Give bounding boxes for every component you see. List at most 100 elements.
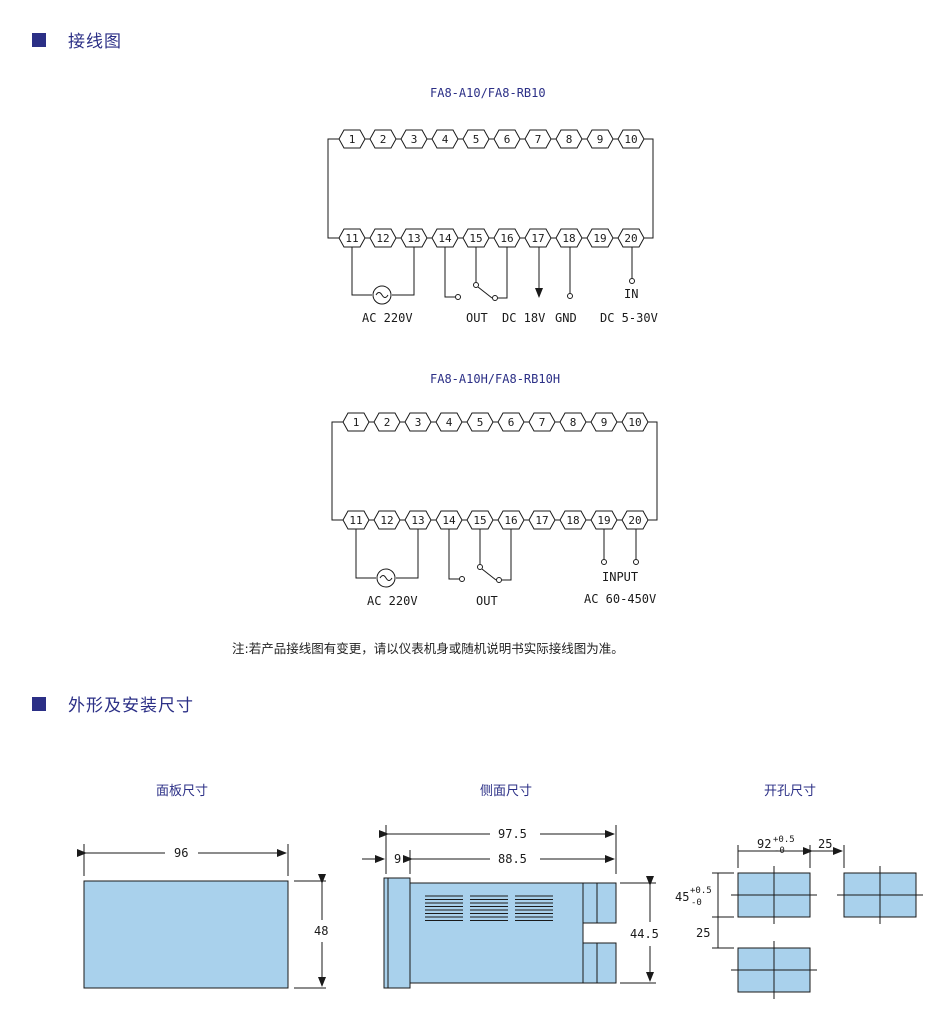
wiring-section-title: 接线图 [68, 32, 122, 52]
diagram1-out-wire-14 [444, 247, 455, 298]
diagram1-labels: AC 220V OUT DC 18V GND IN DC 5-30V [362, 287, 658, 325]
side-drawing [362, 825, 656, 989]
terminal-14 [431, 228, 459, 248]
cutout-size-title: 开孔尺寸 [764, 784, 817, 799]
terminal-number: 7 [539, 416, 546, 429]
terminal-number: 12 [376, 232, 389, 245]
side-connector-top [582, 882, 617, 924]
diagram1-out-label: OUT [466, 311, 488, 325]
diagram2-ac-wire-left [355, 529, 376, 579]
terminal-17 [524, 228, 552, 248]
side-connector-bottom [582, 942, 617, 984]
terminal-20 [617, 228, 645, 248]
dimensions-section-header: 外形及安装尺寸 [32, 691, 194, 716]
terminal-number: 7 [535, 133, 542, 146]
side-body-label: 88.5 [498, 852, 527, 866]
gnd-terminal-icon [567, 293, 573, 299]
terminal-number: 9 [597, 133, 604, 146]
terminal-number: 13 [411, 514, 424, 527]
panel-drawing [77, 844, 326, 989]
terminal-19 [590, 510, 618, 530]
panel-front-rect [83, 880, 289, 989]
terminal-number: 11 [349, 514, 362, 527]
diagram1-ac-label: AC 220V [362, 311, 413, 325]
panel-width-label: 96 [174, 846, 188, 860]
contact-terminal-icon [492, 295, 498, 301]
side-vent-grilles [425, 895, 553, 921]
terminal-3 [404, 412, 432, 432]
section-bullet-icon [32, 696, 46, 711]
diagram2-frame [331, 421, 658, 521]
terminal-number: 1 [353, 416, 360, 429]
terminal-number: 6 [504, 133, 511, 146]
cutout-width-tol-minus: -0 [774, 846, 785, 856]
contact-terminal-icon [473, 282, 479, 288]
in-terminal-icon [629, 278, 635, 284]
terminal-number: 8 [566, 133, 573, 146]
diagram1-ac-wire-right [392, 247, 415, 296]
terminal-number: 1 [349, 133, 356, 146]
terminal-3 [400, 129, 428, 149]
cutout-height-label: 45 [675, 890, 689, 904]
terminal-number: 12 [380, 514, 393, 527]
terminal-number: 3 [411, 133, 418, 146]
terminal-number: 13 [407, 232, 420, 245]
terminal-6 [493, 129, 521, 149]
terminal-number: 5 [477, 416, 484, 429]
terminal-number: 19 [593, 232, 606, 245]
diagram2-out-label: OUT [476, 594, 498, 608]
terminal-number: 16 [504, 514, 517, 527]
panel-height-label: 48 [314, 924, 328, 938]
terminal-4 [435, 412, 463, 432]
cutout-width-tol-plus: +0.5 [773, 835, 795, 845]
side-total-label: 97.5 [498, 827, 527, 841]
cutout-height-tol-minus: -0 [691, 898, 702, 908]
input-terminal-icon [633, 559, 639, 565]
diagram2-ac-label: AC 220V [367, 594, 418, 608]
terminal-number: 5 [473, 133, 480, 146]
terminal-7 [524, 129, 552, 149]
cutout-vgap-label: 25 [696, 926, 710, 940]
terminal-12 [369, 228, 397, 248]
diagram1-frame [327, 138, 654, 239]
terminal-6 [497, 412, 525, 432]
diagram2-labels: AC 220V OUT INPUT AC 60-450V [367, 570, 656, 608]
terminal-number: 11 [345, 232, 358, 245]
terminal-number: 20 [628, 514, 641, 527]
terminal-number: 3 [415, 416, 422, 429]
terminal-1 [338, 129, 366, 149]
wiring-section-header: 接线图 [32, 27, 122, 52]
terminal-10 [617, 129, 645, 149]
terminal-number: 16 [500, 232, 513, 245]
diagram1-out-wire-16 [498, 247, 508, 299]
terminal-13 [404, 510, 432, 530]
diagram2-out-wire-16 [502, 529, 512, 581]
contact-terminal-icon [459, 576, 465, 582]
terminal-number: 10 [624, 133, 637, 146]
terminal-7 [528, 412, 556, 432]
diagram1-gnd-label: GND [555, 311, 577, 325]
side-front-label: 9 [394, 852, 401, 866]
terminal-8 [555, 129, 583, 149]
terminal-13 [400, 228, 428, 248]
terminal-number: 2 [380, 133, 387, 146]
contact-terminal-icon [455, 294, 461, 300]
terminal-18 [559, 510, 587, 530]
terminal-9 [586, 129, 614, 149]
terminal-2 [369, 129, 397, 149]
diagram2-out-wire-14 [448, 529, 459, 580]
diagram1-title: FA8-A10/FA8-RB10 [430, 86, 546, 100]
terminal-20 [621, 510, 649, 530]
terminal-15 [462, 228, 490, 248]
terminal-17 [528, 510, 556, 530]
side-body [409, 882, 584, 984]
cutout-hgap-label: 25 [818, 837, 832, 851]
relay-switch-icon [481, 568, 497, 581]
terminal-18 [555, 228, 583, 248]
terminal-9 [590, 412, 618, 432]
terminal-number: 15 [473, 514, 486, 527]
sine-wave-icon [375, 292, 389, 298]
